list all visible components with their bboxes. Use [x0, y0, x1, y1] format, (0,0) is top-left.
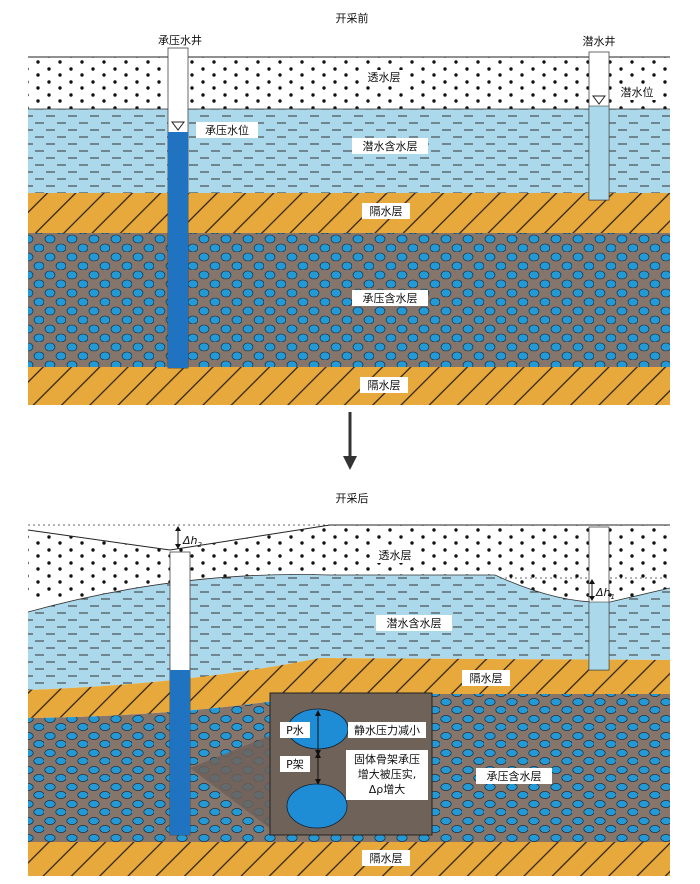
- dh1-label: Δh: [595, 586, 611, 599]
- transition-arrow: [343, 412, 357, 470]
- phreatic-aquifer-label: 潜水含水层: [387, 616, 442, 630]
- aquitard-lower-label: 隔水层: [370, 852, 403, 865]
- permeable-layer-label: 透水层: [368, 71, 401, 84]
- aquitard-upper-label: 隔水层: [470, 672, 503, 685]
- permeable-layer: [28, 57, 670, 109]
- dh2-marker: Δh2: [175, 526, 203, 549]
- confined-level-marker: [171, 121, 185, 131]
- aquitard-upper-label: 隔水层: [370, 205, 403, 218]
- title-before: 开采前: [336, 11, 369, 25]
- confined-aquifer: [28, 233, 670, 367]
- p-frame-label: P架: [286, 758, 304, 771]
- permeable-layer-label: 透水层: [379, 549, 412, 562]
- phreatic-well-water: [588, 105, 610, 201]
- inset-callout: P水 P架 静水压力减小 固体骨架承压 增大被压实, Δρ增大: [190, 692, 433, 836]
- confined-aquifer-label: 承压含水层: [363, 291, 418, 305]
- aquitard-upper: [28, 193, 670, 233]
- inset-text-2: 固体骨架承压: [354, 752, 420, 766]
- svg-text:Δh1: Δh1: [595, 586, 615, 601]
- confined-level-label: 承压水位: [205, 123, 249, 137]
- svg-text:Δh2: Δh2: [182, 534, 203, 549]
- panel-after: Δh2 Δh1 开采后 透水层 潜水含水层 隔水层 承压含水层 隔水层: [27, 492, 671, 876]
- dh1-marker: Δh1: [589, 579, 615, 601]
- phreatic-level-marker: [592, 95, 606, 105]
- confined-aquifer-label: 承压含水层: [487, 769, 542, 783]
- phreatic-level-label: 潜水位: [621, 85, 654, 99]
- phreatic-well-water: [588, 601, 610, 671]
- dh1-subscript: 1: [611, 593, 615, 601]
- aquitard-lower-label: 隔水层: [368, 379, 401, 392]
- confined-well-water: [168, 132, 188, 368]
- inset-text-3: 增大被压实,: [358, 767, 417, 781]
- phreatic-aquifer-label: 潜水含水层: [363, 139, 418, 153]
- title-after: 开采后: [336, 492, 369, 505]
- dh2-subscript: 2: [198, 541, 203, 549]
- confined-well-label: 承压水井: [158, 33, 202, 47]
- inset-text-4: Δρ增大: [369, 782, 406, 796]
- inset-text-1: 静水压力减小: [354, 723, 420, 737]
- aquitard-lower: [28, 367, 670, 405]
- dh2-label: Δh: [182, 534, 198, 547]
- phreatic-well-label: 潜水井: [583, 34, 616, 48]
- pore-grain-lower: [286, 783, 348, 829]
- p-water-label: P水: [286, 724, 304, 737]
- confined-well-water: [170, 670, 190, 835]
- panel-before: 开采前 承压水井 潜水井 透水层 潜水位 承压水位 潜水含水层 隔水层 承压含水…: [28, 11, 670, 405]
- aquitard-lower: [28, 842, 670, 876]
